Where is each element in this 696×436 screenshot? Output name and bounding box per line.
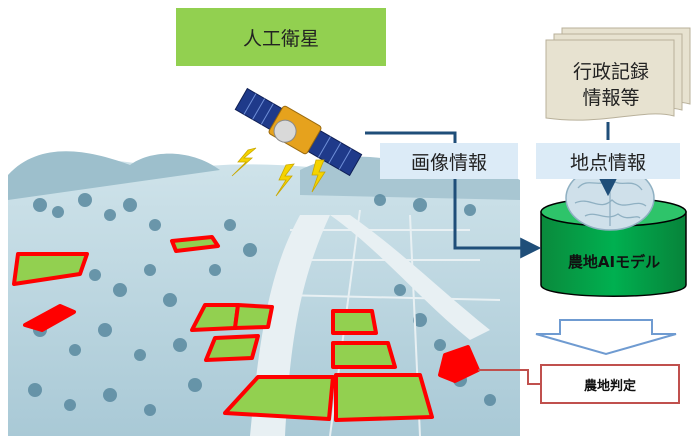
admin-records-text: 行政記録 情報等 [548,48,674,122]
parcel [204,334,260,362]
brain-icon [565,165,655,231]
admin-records-line-1: 行政記録 [572,61,649,83]
judgement-box: 農地判定 [540,364,680,404]
parcel [331,309,378,335]
parcel [223,375,335,421]
parcel [233,303,274,330]
image-info-box: 画像情報 [380,143,518,179]
parcel-to-judge-line [478,369,540,385]
parcel-highlighted [438,345,480,383]
judgement-label: 農地判定 [583,378,636,394]
down-arrow-icon [535,319,677,356]
parcel [170,235,220,253]
ai-model-label-box: 農地AIモデル [542,246,686,276]
parcel [334,373,434,422]
point-info-box: 地点情報 [536,143,680,179]
admin-records-line-2: 情報等 [582,87,640,109]
parcel-highlighted [23,304,76,332]
document-stack-icon [545,27,691,121]
parcel [12,252,89,286]
satellite-label: 人工衛星 [242,27,319,50]
image-info-label: 画像情報 [410,151,487,174]
satellite-label-box: 人工衛星 [176,8,386,66]
satellite-icon [231,87,363,197]
parcel [331,341,397,369]
ai-model-label: 農地AIモデル [567,252,661,271]
farmland-parcels [12,235,480,422]
point-info-label: 地点情報 [569,151,646,174]
connector-arrows [365,122,619,385]
image-info-arrow [365,131,542,259]
